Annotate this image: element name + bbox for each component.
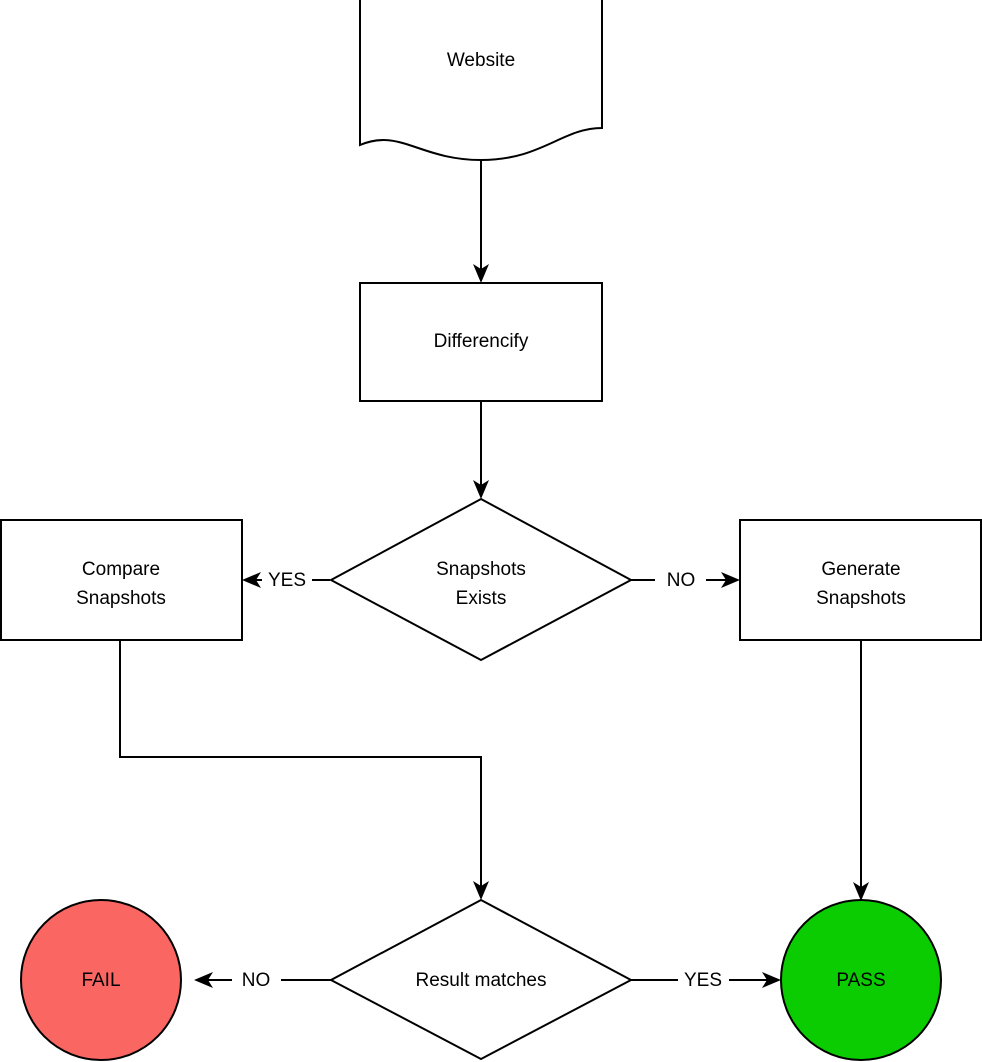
node-label-differencify: Differencify (434, 331, 529, 352)
edge-result-matches-yes: YES (631, 970, 781, 991)
edge-website-to-differencify (473, 160, 489, 283)
edge-compare-to-result (119, 640, 489, 900)
node-label-result-matches: Result matches (416, 970, 547, 991)
edge-label-yes-snapshots-exists: YES (268, 570, 306, 591)
node-label-generate-snapshots-line1: Generate (821, 559, 900, 580)
arrow-head-icon (473, 264, 489, 283)
circle-shape (20, 899, 182, 1061)
edge-line (119, 640, 482, 888)
arrow-head-icon (721, 572, 740, 588)
edge-label-no-result-matches: NO (242, 970, 271, 991)
arrow-head-icon (762, 972, 781, 988)
node-label-compare-snapshots-line1: Compare (82, 559, 160, 580)
node-label-snapshots-exists-line1: Snapshots (436, 559, 526, 580)
edge-snapshots-exists-yes: YES (242, 570, 330, 591)
node-label-snapshots-exists-line2: Exists (456, 588, 507, 609)
node-label-website: Website (447, 50, 515, 71)
arrow-head-icon (194, 972, 213, 988)
circle-shape (780, 899, 942, 1061)
document-shape (359, 0, 603, 162)
edge-result-matches-no: NO (194, 970, 331, 991)
node-differencify[interactable]: Differencify (359, 282, 603, 402)
node-label-pass: PASS (836, 970, 885, 991)
node-label-fail: FAIL (81, 970, 120, 991)
node-snapshots-exists[interactable]: Snapshots Exists (328, 497, 634, 662)
node-website[interactable]: Website (359, 0, 603, 162)
node-generate-snapshots[interactable]: Generate Snapshots (739, 519, 982, 641)
edge-differencify-to-snapshots-exists (473, 400, 489, 499)
rectangle-shape (739, 519, 982, 641)
node-label-generate-snapshots-line2: Snapshots (816, 588, 906, 609)
edge-label-yes-result-matches: YES (684, 970, 722, 991)
arrow-head-icon (473, 480, 489, 499)
edge-snapshots-exists-no: NO (631, 570, 740, 591)
diamond-shape (328, 898, 634, 1061)
node-label-compare-snapshots-line2: Snapshots (76, 588, 166, 609)
edge-label-no-snapshots-exists: NO (667, 570, 696, 591)
node-result-matches[interactable]: Result matches (328, 898, 634, 1061)
diamond-shape (328, 497, 634, 662)
edge-generate-to-pass (853, 640, 869, 901)
node-compare-snapshots[interactable]: Compare Snapshots (0, 519, 243, 641)
rectangle-shape (0, 519, 243, 641)
node-fail[interactable]: FAIL (20, 899, 182, 1061)
arrow-head-icon (473, 881, 489, 900)
rectangle-shape (359, 282, 603, 402)
node-pass[interactable]: PASS (780, 899, 942, 1061)
arrow-head-icon (242, 572, 261, 588)
arrow-head-icon (853, 882, 869, 901)
